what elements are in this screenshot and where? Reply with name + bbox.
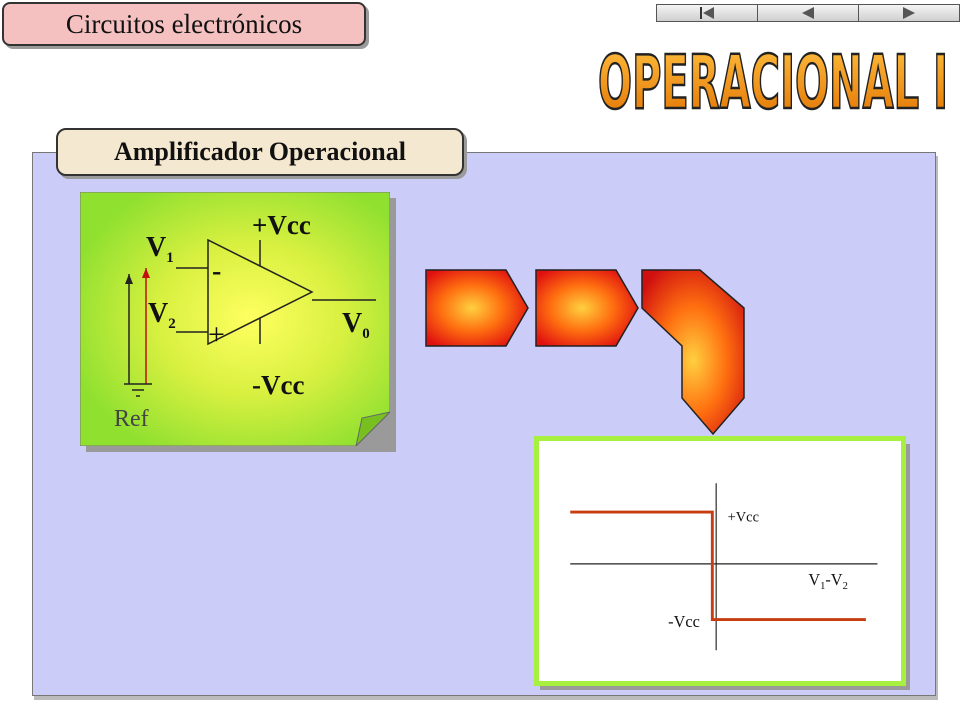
first-slide-icon bbox=[700, 7, 714, 19]
course-title: Circuitos electrónicos bbox=[2, 2, 366, 46]
x-axis-label: V1-V2 bbox=[808, 570, 848, 592]
arrow-chevron-2 bbox=[535, 269, 639, 347]
opamp-symbol bbox=[124, 238, 376, 397]
input-v2-label: V2 bbox=[148, 298, 176, 332]
supply-neg-label: -Vcc bbox=[252, 370, 304, 400]
graph-pos-vcc-label: +Vcc bbox=[728, 510, 759, 526]
slide-heading-graphic: OPERACIONAL I bbox=[597, 39, 950, 128]
slide-heading: OPERACIONAL I bbox=[598, 40, 948, 126]
previous-slide-button[interactable] bbox=[758, 5, 859, 21]
inverting-input-sign: - bbox=[212, 256, 221, 287]
transfer-curve bbox=[570, 510, 866, 621]
opamp-note: +Vcc -Vcc V1 V2 V0 - + Ref bbox=[80, 192, 390, 446]
next-slide-icon bbox=[903, 7, 915, 19]
graph-neg-vcc-label: -Vcc bbox=[668, 612, 700, 631]
first-slide-button[interactable] bbox=[657, 5, 758, 21]
next-slide-button[interactable] bbox=[859, 5, 959, 21]
input-v1-label: V1 bbox=[146, 232, 174, 266]
supply-pos-label: +Vcc bbox=[252, 210, 311, 240]
previous-slide-icon bbox=[802, 7, 814, 19]
arrow-turn-down bbox=[641, 269, 745, 436]
output-v0-label: V0 bbox=[342, 308, 370, 342]
arrow-chevron-1 bbox=[425, 269, 529, 347]
reference-label: Ref bbox=[114, 406, 149, 432]
transfer-characteristic-graph: +Vcc -Vcc V1-V2 bbox=[534, 436, 906, 686]
slide-navigation bbox=[656, 4, 960, 22]
process-arrows bbox=[425, 269, 745, 436]
noninverting-input-sign: + bbox=[208, 318, 225, 351]
section-title: Amplificador Operacional bbox=[56, 128, 464, 176]
